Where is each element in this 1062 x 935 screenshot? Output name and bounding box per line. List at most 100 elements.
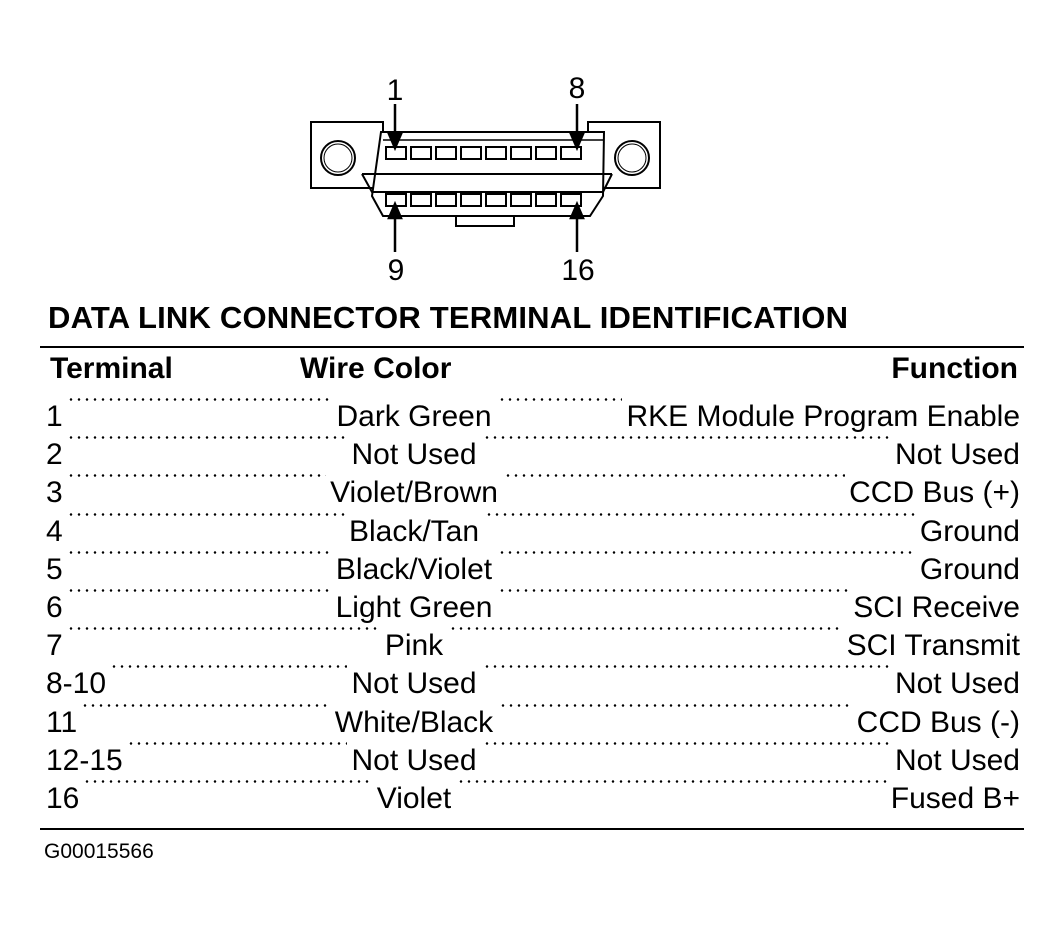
pin-8-arrow — [569, 132, 585, 152]
leader-dots — [498, 588, 849, 592]
bottom-pin-7 — [535, 193, 557, 207]
header-terminal: Terminal — [50, 352, 173, 385]
leader-dots — [67, 588, 332, 592]
leader-dots — [67, 398, 333, 401]
terminal-number: 4 — [46, 514, 63, 548]
header-wire-color: Wire Color — [300, 352, 452, 385]
figure-id: G00015566 — [44, 840, 154, 863]
connector-diagram: 1 8 9 16 — [0, 0, 1062, 300]
wire-color: Not Used — [351, 667, 477, 701]
pin-label-16: 16 — [561, 254, 594, 287]
leader-dots — [110, 665, 348, 669]
terminal-number: 11 — [46, 705, 78, 739]
table-row: 4 Black/Tan Ground — [44, 512, 1020, 551]
terminal-function: SCI Receive — [853, 590, 1020, 624]
terminal-number: 5 — [46, 552, 63, 586]
leader-dots — [67, 436, 348, 440]
terminal-number: 7 — [46, 629, 63, 663]
table-row: 7 Pink SCI Transmit — [44, 627, 1020, 665]
leader-dots — [482, 741, 891, 745]
terminal-function: Not Used — [894, 667, 1020, 701]
wire-color: Violet/Brown — [330, 476, 498, 510]
leader-dots — [67, 474, 327, 478]
diagram-title: DATA LINK CONNECTOR TERMINAL IDENTIFICAT… — [48, 300, 849, 335]
terminal-function: CCD Bus (-) — [856, 705, 1020, 739]
terminal-function: Not Used — [894, 438, 1020, 472]
wire-color: Pink — [384, 629, 444, 663]
leader-dots — [449, 627, 843, 631]
terminal-number: 8-10 — [46, 667, 107, 701]
top-pin-7 — [535, 146, 557, 160]
wire-color: White/Black — [334, 705, 494, 739]
terminal-function: Ground — [919, 514, 1020, 548]
leader-dots — [482, 665, 891, 669]
terminal-function: CCD Bus (+) — [849, 476, 1020, 510]
leader-dots — [457, 779, 887, 783]
terminal-number: 6 — [46, 590, 63, 624]
pin-9-arrow — [387, 200, 403, 220]
top-pin-2 — [410, 146, 432, 160]
leader-dots — [127, 741, 348, 745]
terminal-number: 3 — [46, 476, 63, 510]
left-mounting-hole — [320, 140, 356, 176]
table-row: 6 Light Green SCI Receive — [44, 588, 1020, 627]
table-row: 3 Violet/Brown CCD Bus (+) — [44, 474, 1020, 512]
wire-color: Violet — [376, 781, 452, 815]
top-pin-row — [385, 146, 582, 160]
leader-dots — [67, 627, 381, 631]
right-mounting-hole — [614, 140, 650, 176]
leader-dots — [83, 779, 373, 783]
connector-key-tab — [455, 215, 515, 227]
bottom-rule — [40, 828, 1024, 830]
terminal-function: Ground — [919, 552, 1020, 586]
top-pin-3 — [435, 146, 457, 160]
pin-label-8: 8 — [569, 72, 586, 105]
top-pin-4 — [460, 146, 482, 160]
table-row: 2 Not Used Not Used — [44, 436, 1020, 474]
bottom-pin-4 — [460, 193, 482, 207]
wire-color: Not Used — [351, 743, 477, 777]
table-row: 8-10 Not Used Not Used — [44, 665, 1020, 703]
bottom-pin-5 — [485, 193, 507, 207]
wire-color: Black/Violet — [335, 552, 493, 586]
pin-label-1: 1 — [387, 74, 404, 107]
top-pin-6 — [510, 146, 532, 160]
wire-color: Dark Green — [336, 400, 492, 433]
table-row: 5 Black/Violet Ground — [44, 550, 1020, 589]
leader-dots — [482, 436, 891, 440]
top-pin-5 — [485, 146, 507, 160]
wire-color: Light Green — [335, 590, 493, 624]
bottom-pin-3 — [435, 193, 457, 207]
table-row: 11 White/Black CCD Bus (-) — [44, 703, 1020, 742]
leader-dots — [81, 703, 331, 707]
leader-dots — [503, 474, 845, 478]
leader-dots — [498, 550, 916, 554]
bottom-pin-2 — [410, 193, 432, 207]
leader-dots — [497, 398, 622, 401]
terminal-number: 12-15 — [46, 743, 123, 777]
terminal-function: Fused B+ — [890, 781, 1020, 815]
terminal-number: 1 — [46, 400, 63, 433]
header-function: Function — [891, 352, 1018, 385]
title-rule — [40, 346, 1024, 348]
bottom-pin-8 — [560, 193, 582, 207]
top-pin-8 — [560, 146, 582, 160]
table-row: 1 Dark Green RKE Module Program Enable — [44, 398, 1020, 436]
leader-dots — [67, 512, 345, 516]
pin-label-9: 9 — [388, 254, 405, 287]
terminal-function: RKE Module Program Enable — [626, 400, 1020, 433]
pin-16-arrow — [569, 200, 585, 220]
leader-dots — [485, 512, 916, 516]
leader-dots — [67, 550, 332, 554]
bottom-pin-6 — [510, 193, 532, 207]
wire-color: Black/Tan — [348, 514, 480, 548]
terminal-function: SCI Transmit — [846, 629, 1020, 663]
wire-color: Not Used — [351, 438, 477, 472]
pin-1-arrow — [387, 132, 403, 152]
bottom-pin-row — [385, 193, 582, 207]
terminal-number: 2 — [46, 438, 63, 472]
connector-drawing: 1 8 9 16 — [310, 72, 661, 287]
